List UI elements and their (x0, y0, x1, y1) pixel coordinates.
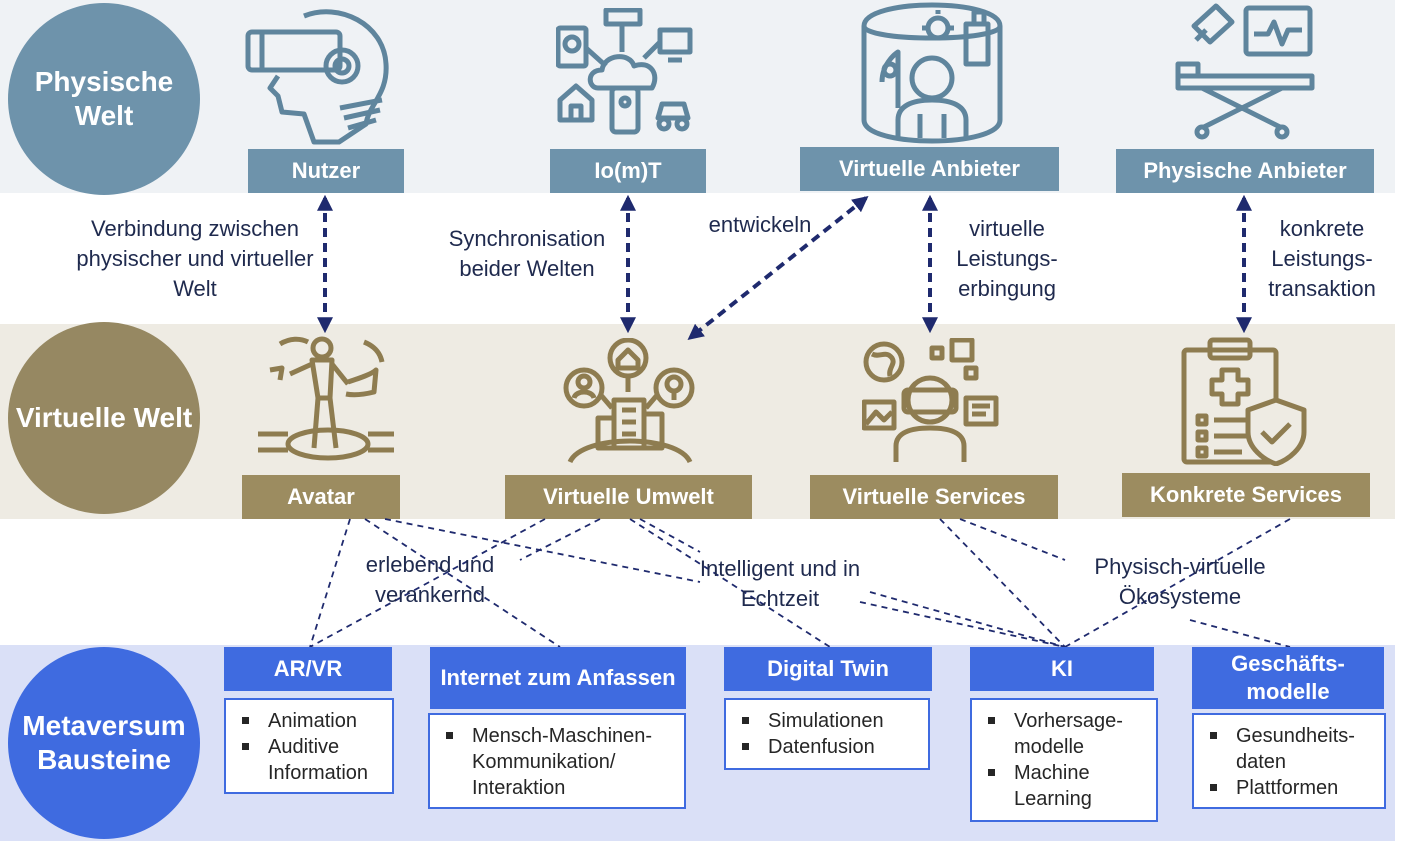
list-item: Gesundheits-daten (1208, 723, 1366, 775)
hospital-bed-icon (1175, 3, 1315, 140)
virtual-services-box: Virtuelle Services (810, 475, 1058, 519)
list-item: Auditive Information (240, 734, 382, 786)
virtual-services-icon (862, 338, 999, 462)
ecosystems-label: Physisch-virtuelle Ökosysteme (1094, 554, 1266, 609)
concrete-services-box: Konkrete Services (1122, 473, 1370, 517)
virtual-world-circle: Virtuelle Welt (8, 322, 200, 514)
digital-twin-box: Digital Twin (724, 647, 932, 691)
virtual-service-label: virtuelle Leistungs-erbingung (956, 216, 1058, 301)
list-item: Plattformen (1208, 775, 1374, 801)
virtual-environment-box: Virtuelle Umwelt (505, 475, 752, 519)
ar-vr-box: AR/VR (224, 647, 392, 691)
list-item: Vorhersage-modelle (986, 708, 1136, 760)
sync-label: Synchronisation beider Welten (448, 226, 606, 281)
digital-twin-list: Simulationen Datenfusion (724, 698, 930, 770)
metaverse-building-blocks-circle: Metaversum Bausteine (8, 647, 200, 839)
physical-world-circle: Physische Welt (8, 3, 200, 195)
vr-headset-head-icon (245, 9, 389, 145)
list-item: Machine Learning (986, 760, 1114, 812)
intelligent-label: Intelligent und in Echtzeit (699, 556, 861, 611)
connection-label: Verbindung zwischen physischer und virtu… (76, 216, 314, 301)
user-box: Nutzer (248, 149, 404, 193)
business-models-box: Geschäfts-modelle (1192, 647, 1384, 709)
ai-list: Vorhersage-modelle Machine Learning (970, 698, 1158, 822)
experienced-label: erlebend und verankernd (365, 552, 495, 607)
list-item: Simulationen (740, 708, 918, 734)
avatar-figure-icon (258, 336, 394, 461)
virtual-provider-box: Virtuelle Anbieter (800, 147, 1059, 191)
tactile-internet-list: Mensch-Maschinen-Kommunikation/ Interakt… (428, 713, 686, 809)
develop-label: entwickeln (708, 212, 812, 237)
virtual-environment-icon (563, 338, 695, 464)
virtual-provider-icon (861, 2, 1003, 144)
arrow-provider-environment (687, 196, 869, 340)
avatar-box: Avatar (242, 475, 400, 519)
medical-clipboard-shield-icon (1181, 337, 1307, 466)
ar-vr-list: Animation Auditive Information (224, 698, 394, 794)
list-item: Mensch-Maschinen-Kommunikation/ Interakt… (444, 723, 674, 801)
ai-box: KI (970, 647, 1154, 691)
business-models-list: Gesundheits-daten Plattformen (1192, 713, 1386, 809)
tactile-internet-box: Internet zum Anfassen (430, 647, 686, 709)
physical-provider-box: Physische Anbieter (1116, 149, 1374, 193)
iot-network-icon (556, 8, 693, 135)
concrete-transaction-label: konkrete Leistungs-transaktion (1268, 216, 1376, 301)
iomt-box: Io(m)T (550, 149, 706, 193)
list-item: Animation (240, 708, 382, 734)
list-item: Datenfusion (740, 734, 918, 760)
